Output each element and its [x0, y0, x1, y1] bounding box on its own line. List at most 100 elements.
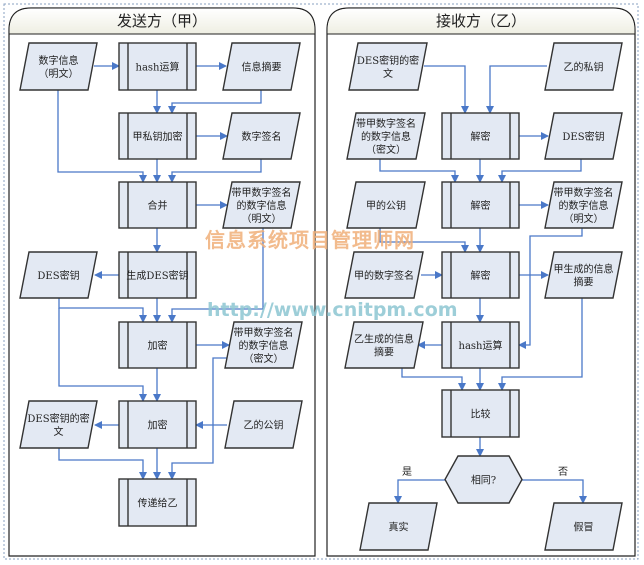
s-encrypt2-process[interactable]: 加密: [118, 400, 197, 449]
shape-label: 数字信息: [39, 54, 79, 67]
r-compare-process[interactable]: 比较: [441, 389, 520, 438]
shape-label: 甲生成的信息: [554, 263, 614, 276]
shape-label: 乙的公钥: [244, 419, 284, 432]
shape-label: 的数字信息: [239, 339, 289, 352]
shape-label: （明文）: [242, 212, 282, 225]
shape-label: 加密: [148, 339, 168, 352]
connector-arrow: [57, 90, 147, 183]
shape-label: （明文）: [39, 67, 79, 80]
connector-arrow: [401, 368, 466, 391]
shapes: 数字信息（明文）hash运算信息摘要甲私钥加密数字签名合并带甲数字签名的数字信息…: [19, 42, 623, 551]
shape-label: 的数字信息: [361, 130, 411, 143]
s-plain-data[interactable]: 数字信息（明文）: [19, 42, 98, 91]
r-des-key-data[interactable]: DES密钥: [544, 112, 623, 160]
s-signkey-process[interactable]: 甲私钥加密: [118, 112, 197, 160]
r-same-decision[interactable]: 相同?: [444, 455, 523, 504]
r-hash-process[interactable]: hash运算: [441, 321, 520, 369]
s-sig-data[interactable]: 数字签名: [222, 112, 301, 160]
connectors: [57, 62, 587, 504]
receiver-panel-title: 接收方（乙）: [436, 12, 526, 30]
shape-label: 解密: [471, 130, 491, 143]
shape-label: 相同?: [471, 474, 496, 487]
shape-label: 带甲数字签名: [554, 186, 614, 199]
shape-label: （密文）: [244, 352, 284, 365]
shape-label: 带甲数字签名: [232, 186, 292, 199]
connector-arrow: [58, 448, 147, 480]
shape-label: DES密钥的密: [27, 412, 89, 425]
shape-label: 甲的公钥: [366, 199, 406, 212]
connector-arrow: [522, 479, 587, 504]
connector-arrow: [498, 159, 582, 183]
connector-arrow: [498, 298, 583, 391]
r-fake-data[interactable]: 假冒: [544, 502, 623, 551]
shape-label: 甲的数字签名: [354, 269, 414, 282]
connector-arrow: [168, 90, 262, 114]
connector-arrow: [394, 479, 445, 504]
r-b-privkey-data[interactable]: 乙的私钥: [544, 42, 623, 91]
connector-arrow: [168, 228, 264, 323]
branch-label-yes: 是: [402, 466, 412, 478]
shape-label: DES密钥: [562, 130, 604, 143]
shape-label: 摘要: [574, 276, 594, 289]
shape-label: 甲私钥加密: [133, 130, 183, 143]
connector-arrow: [58, 298, 147, 323]
shape-label: 合并: [148, 199, 168, 212]
shape-label: 传递给乙: [138, 497, 178, 510]
shape-label: hash运算: [459, 339, 503, 352]
selection-frame: [3, 3, 639, 560]
connector-arrow: [58, 308, 147, 402]
s-merge-process[interactable]: 合并: [118, 181, 197, 229]
r-true-data[interactable]: 真实: [359, 502, 438, 551]
s-gen-des-process[interactable]: 生成DES密钥: [118, 251, 197, 299]
r-a-pubkey-data[interactable]: 甲的公钥: [346, 181, 426, 229]
connector-arrow: [424, 65, 469, 114]
r-decrypt3-process[interactable]: 解密: [441, 251, 520, 299]
connector-arrow: [518, 228, 583, 349]
s-hash-process[interactable]: hash运算: [118, 42, 197, 91]
s-digest-data[interactable]: 信息摘要: [222, 42, 301, 91]
connector-arrow: [168, 159, 262, 183]
s-send-process[interactable]: 传递给乙: [118, 478, 197, 527]
shape-label: 比较: [471, 408, 491, 421]
shape-label: 带甲数字签名: [234, 326, 294, 339]
sender-panel-title: 发送方（甲）: [117, 12, 207, 30]
shape-label: 数字签名: [242, 130, 282, 143]
shape-label: 摘要: [374, 346, 394, 359]
shape-label: 的数字信息: [237, 199, 287, 212]
shape-label: （密文）: [366, 143, 406, 156]
s-encrypt1-process[interactable]: 加密: [118, 321, 197, 369]
watermark-url: http://www.cnitpm.com: [207, 299, 458, 321]
shape-label: 真实: [389, 521, 409, 534]
s-b-pubkey-data[interactable]: 乙的公钥: [224, 400, 303, 449]
shape-label: 信息摘要: [242, 61, 282, 74]
r-decrypt1-process[interactable]: 解密: [441, 112, 520, 160]
r-decrypt2-process[interactable]: 解密: [441, 181, 520, 229]
shape-label: 解密: [471, 269, 491, 282]
shape-label: （明文）: [564, 212, 604, 225]
shape-label: hash运算: [136, 61, 180, 74]
shape-label: 文: [383, 67, 393, 80]
r-a-sig-data[interactable]: 甲的数字签名: [344, 251, 424, 299]
connector-arrow: [379, 159, 459, 183]
s-des-key-data[interactable]: DES密钥: [19, 251, 98, 299]
branch-label-no: 否: [558, 466, 568, 478]
shape-label: DES密钥: [37, 269, 79, 282]
shape-label: DES密钥的密: [357, 54, 419, 67]
shape-label: 生成DES密钥: [126, 269, 188, 282]
connector-arrow: [486, 65, 547, 114]
shape-label: 带甲数字签名: [356, 117, 416, 130]
shape-label: 乙生成的信息: [354, 333, 414, 346]
watermark-title: 信息系统项目管理师网: [205, 228, 415, 252]
shape-label: 解密: [471, 199, 491, 212]
shape-label: 假冒: [574, 521, 594, 534]
shape-label: 的数字信息: [559, 199, 609, 212]
